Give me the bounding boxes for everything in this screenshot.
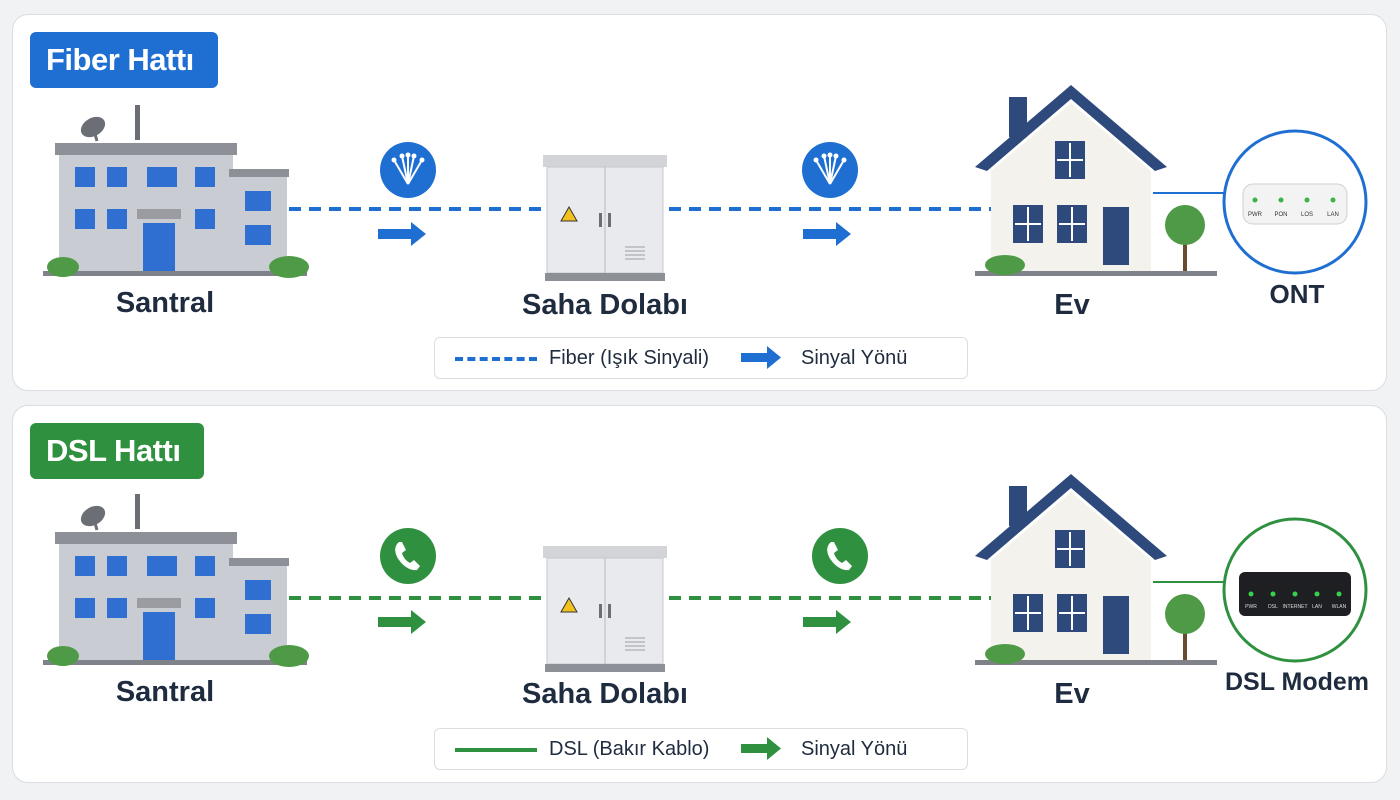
signal-arrow-icon (803, 222, 851, 246)
cabinet-label: Saha Dolabı (522, 678, 688, 710)
fiber-badge: Fiber Hattı (30, 32, 218, 88)
signal-arrow-icon (741, 346, 781, 369)
signal-arrow-icon (741, 737, 781, 760)
port-label: LAN (1327, 212, 1339, 218)
legend-arrow-label: Sinyal Yönü (801, 738, 908, 760)
fiber-optic-icon (802, 142, 858, 198)
dsl-panel: DSL Hattı (12, 405, 1387, 783)
legend-line (455, 357, 537, 361)
signal-arrow-icon (803, 610, 851, 634)
fiber-diagram: PWR PON LOS LAN (43, 85, 1368, 281)
santral-building (43, 494, 309, 667)
dsl-modem-device: PWR DSL INTERNET LAN WLAN (1222, 517, 1368, 663)
cabinet (543, 155, 667, 281)
port-label: WLAN (1332, 604, 1347, 610)
legend-line (455, 748, 537, 752)
legend-line-label: DSL (Bakır Kablo) (549, 738, 710, 760)
dsl-diagram: PWR DSL INTERNET LAN WLAN (43, 474, 1368, 672)
dsl-legend: DSL (Bakır Kablo) Sinyal Yönü (434, 728, 968, 770)
port-label: PON (1274, 212, 1287, 218)
legend-arrow-label: Sinyal Yönü (801, 347, 908, 369)
cabinet (543, 546, 667, 672)
port-label: DSL (1268, 604, 1278, 610)
warning-icon (560, 596, 578, 613)
ont-device: PWR PON LOS LAN (1222, 129, 1368, 275)
santral-label: Santral (115, 676, 215, 708)
port-label: PWR (1248, 212, 1263, 218)
fiber-panel: Fiber Hattı (12, 14, 1387, 391)
home-label: Ev (1054, 678, 1090, 710)
port-label: PWR (1245, 604, 1257, 610)
dsl-badge: DSL Hattı (30, 423, 205, 479)
house (975, 474, 1217, 665)
fiber-legend: Fiber (Işık Sinyali) Sinyal Yönü (434, 337, 968, 379)
port-label: INTERNET (1283, 604, 1308, 610)
santral-label: Santral (115, 287, 215, 319)
phone-icon (380, 528, 436, 584)
ont-label: ONT (1269, 279, 1325, 309)
legend-line-label: Fiber (Işık Sinyali) (549, 347, 710, 369)
home-label: Ev (1054, 289, 1090, 321)
fiber-optic-icon (380, 142, 436, 198)
cabinet-label: Saha Dolabı (522, 289, 688, 321)
satellite-dish-icon (80, 505, 106, 531)
dsl-modem-label: DSL Modem (1225, 668, 1369, 696)
signal-arrow-icon (378, 610, 426, 634)
warning-icon (560, 205, 578, 222)
house (975, 85, 1217, 276)
port-label: LAN (1312, 604, 1322, 610)
phone-icon (812, 528, 868, 584)
santral-building (43, 105, 309, 278)
satellite-dish-icon (80, 116, 106, 142)
port-label: LOS (1301, 212, 1313, 218)
signal-arrow-icon (378, 222, 426, 246)
